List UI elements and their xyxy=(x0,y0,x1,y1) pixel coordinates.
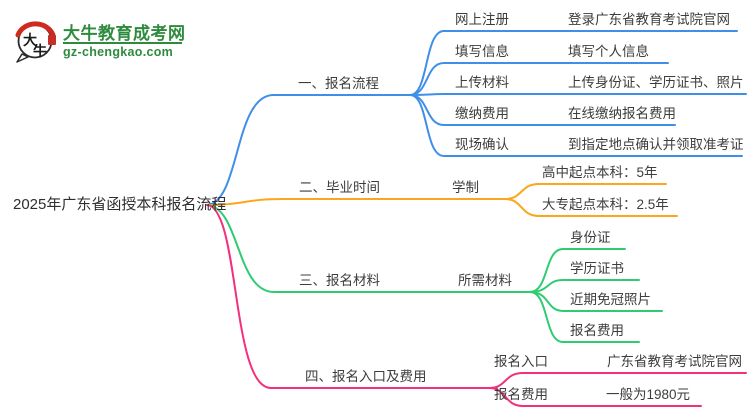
branch1-step5-value: 到指定地点确认并领取准考证 xyxy=(568,137,744,152)
branch1-step1-value: 登录广东省教育考试院官网 xyxy=(568,12,730,27)
branch2-label: 二、毕业时间 xyxy=(299,180,380,195)
branch1-step4-value: 在线缴纳报名费用 xyxy=(568,106,676,121)
branch4-item1-value: 广东省教育考试院官网 xyxy=(607,354,742,369)
svg-text:大: 大 xyxy=(23,32,37,48)
branch1-label: 一、报名流程 xyxy=(298,76,379,91)
brand-logo-icon: 大 牛 xyxy=(15,21,56,63)
branch3-label: 三、报名材料 xyxy=(299,273,380,288)
branch3-lines xyxy=(206,204,663,343)
brand-block: 大 牛 大牛教育成考网 gz-chengkao.com xyxy=(12,13,192,65)
branch2-lines xyxy=(206,183,678,217)
branch4-lines xyxy=(206,204,747,407)
branch1-step2-value: 填写个人信息 xyxy=(568,44,649,59)
branch2-item1: 高中起点本科：5年 xyxy=(542,165,658,180)
branch1-step1-label: 网上注册 xyxy=(455,12,509,27)
branch1-step3-label: 上传材料 xyxy=(455,75,509,90)
branch1-lines xyxy=(206,30,747,206)
branch3-item4: 报名费用 xyxy=(570,323,624,338)
branch4-item2-label: 报名费用 xyxy=(494,387,548,402)
svg-text:牛: 牛 xyxy=(33,43,47,59)
branch4-item2-value: 一般为1980元 xyxy=(606,387,691,402)
branch1-step3-value: 上传身份证、学历证书、照片 xyxy=(568,75,744,90)
central-topic: 2025年广东省函授本科报名流程 xyxy=(13,196,227,213)
branch2-item2: 大专起点本科：2.5年 xyxy=(542,197,669,212)
branch4-label: 四、报名入口及费用 xyxy=(305,369,427,384)
branch2-mid: 学制 xyxy=(452,180,479,195)
branch3-item2: 学历证书 xyxy=(570,261,624,276)
branch3-item3: 近期免冠照片 xyxy=(570,292,651,307)
brand-title: 大牛教育成考网 xyxy=(63,24,186,43)
brand-domain: gz-chengkao.com xyxy=(63,45,174,59)
branch3-mid: 所需材料 xyxy=(458,273,512,288)
brand-divider xyxy=(63,42,182,44)
branch1-step4-label: 缴纳费用 xyxy=(455,106,509,121)
branch1-step2-label: 填写信息 xyxy=(455,44,509,59)
branch3-item1: 身份证 xyxy=(570,230,611,245)
branch1-step5-label: 现场确认 xyxy=(455,137,509,152)
branch4-item1-label: 报名入口 xyxy=(494,354,548,369)
